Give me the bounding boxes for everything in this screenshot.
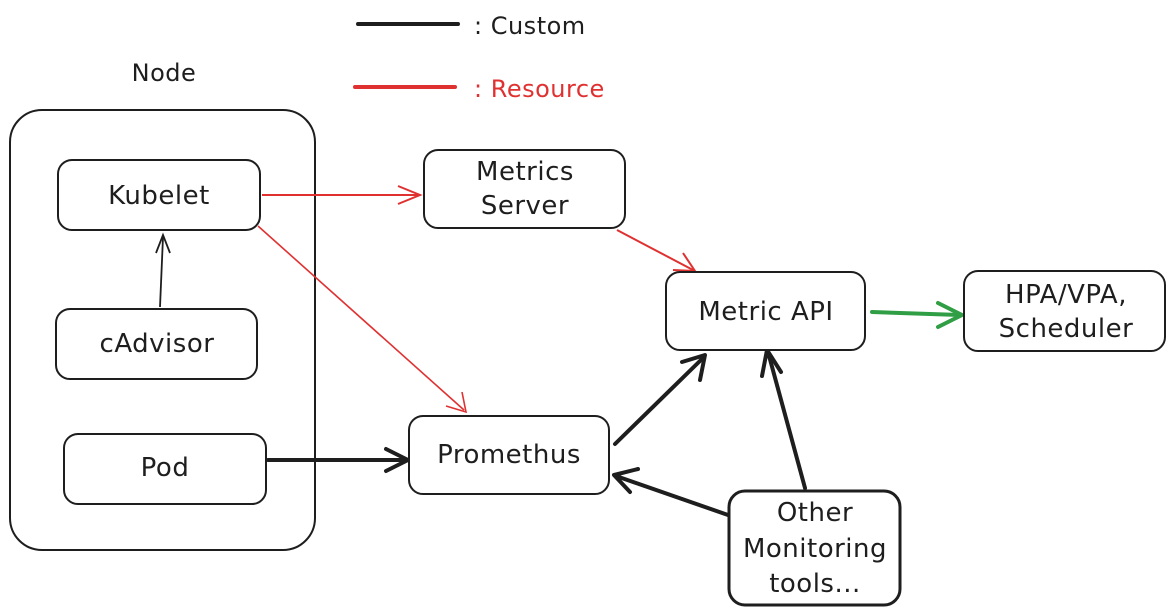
arrow-metric-api-to-hpa (870, 301, 964, 329)
metrics-server-box[interactable]: Metrics Server (423, 149, 626, 229)
arrow-kubelet-to-metrics-server (262, 185, 423, 205)
arrow-prometheus-to-metric-api (613, 353, 707, 446)
metric-api-box[interactable]: Metric API (665, 271, 866, 351)
metrics-server-label-line2: Server (481, 191, 569, 221)
metrics-server-label-line1: Metrics (476, 157, 574, 187)
other-tools-label-line2: Monitoring (743, 534, 887, 564)
hpa-vpa-scheduler-box[interactable]: HPA/VPA, Scheduler (963, 270, 1166, 352)
cadvisor-box[interactable]: cAdvisor (55, 308, 258, 380)
legend-custom-label: : Custom (474, 12, 586, 40)
pod-box[interactable]: Pod (63, 433, 267, 505)
cadvisor-label: cAdvisor (100, 329, 215, 359)
other-tools-label-line1: Other (777, 498, 853, 528)
prometheus-box[interactable]: Promethus (408, 415, 610, 495)
other-tools-label-line3: tools... (769, 569, 861, 599)
other-monitoring-tools-box[interactable]: Other Monitoring tools... (727, 489, 902, 607)
prometheus-label: Promethus (437, 440, 581, 470)
hpa-label-line1: HPA/VPA, (1005, 280, 1127, 310)
legend-resource-label: : Resource (474, 75, 605, 103)
arrow-cadvisor-to-kubelet (155, 232, 171, 308)
hpa-label-line2: Scheduler (999, 314, 1134, 344)
kubelet-label: Kubelet (108, 181, 210, 211)
arrow-other-tools-to-prometheus (612, 467, 730, 517)
arrow-kubelet-to-prometheus (257, 225, 468, 414)
pod-label: Pod (141, 453, 190, 483)
metric-api-label: Metric API (698, 297, 833, 327)
node-group-title: Node (132, 59, 197, 87)
arrow-metrics-server-to-metric-api (616, 229, 697, 273)
arrow-other-tools-to-metric-api (760, 348, 807, 490)
kubelet-box[interactable]: Kubelet (57, 159, 261, 231)
